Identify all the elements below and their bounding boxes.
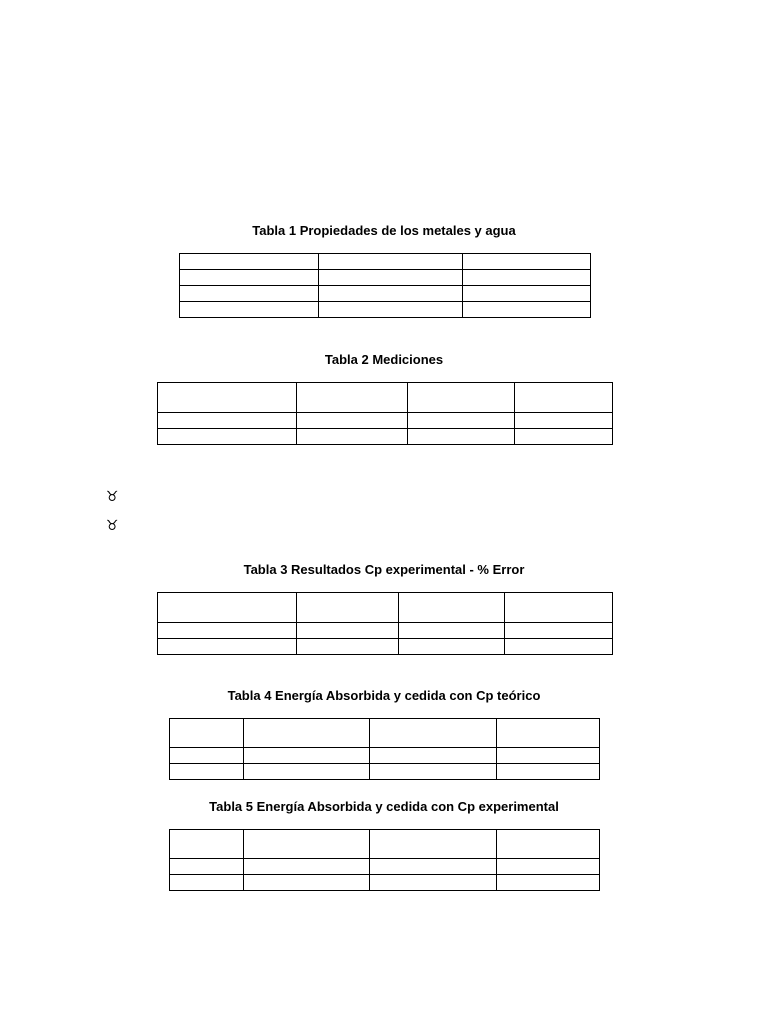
table-cell — [157, 622, 297, 639]
table-cell — [157, 428, 297, 445]
table-cell — [398, 638, 505, 655]
table-cell — [514, 412, 613, 429]
table-cell — [369, 858, 497, 875]
table-cell — [157, 382, 297, 413]
table-row — [157, 638, 613, 655]
table-cell — [369, 747, 497, 764]
table-cell — [243, 874, 370, 891]
table-5-caption: Tabla 5 Energía Absorbida y cedida con C… — [209, 799, 559, 814]
table-cell — [157, 638, 297, 655]
table-cell — [243, 763, 370, 780]
table-cell — [318, 269, 463, 286]
table-3 — [157, 592, 613, 655]
table-cell — [169, 874, 244, 891]
table-cell — [398, 592, 505, 623]
table-1-caption: Tabla 1 Propiedades de los metales y agu… — [252, 223, 516, 238]
table-row — [169, 747, 600, 764]
taurus-bullet-icon: ♉ — [105, 518, 119, 534]
table-cell — [296, 412, 408, 429]
table-4-caption: Tabla 4 Energía Absorbida y cedida con C… — [227, 688, 541, 703]
table-cell — [318, 253, 463, 270]
table-row — [179, 301, 591, 318]
table-row — [169, 763, 600, 780]
table-cell — [318, 301, 463, 318]
table-cell — [369, 829, 497, 859]
table-cell — [514, 428, 613, 445]
table-cell — [496, 829, 600, 859]
table-cell — [496, 874, 600, 891]
table-cell — [169, 829, 244, 859]
table-4 — [169, 718, 600, 780]
table-cell — [296, 382, 408, 413]
table-cell — [496, 763, 600, 780]
table-cell — [496, 747, 600, 764]
table-1 — [179, 253, 591, 318]
table-header-row — [157, 592, 613, 623]
table-cell — [462, 285, 591, 302]
table-cell — [179, 253, 319, 270]
table-cell — [496, 858, 600, 875]
table-cell — [318, 285, 463, 302]
table-row — [179, 269, 591, 286]
table-cell — [514, 382, 613, 413]
table-cell — [369, 763, 497, 780]
table-cell — [407, 428, 515, 445]
table-cell — [296, 428, 408, 445]
table-row — [169, 858, 600, 875]
table-cell — [496, 718, 600, 748]
table-cell — [169, 858, 244, 875]
table-cell — [407, 412, 515, 429]
table-cell — [243, 829, 370, 859]
table-cell — [504, 638, 613, 655]
table-cell — [296, 592, 399, 623]
table-header-row — [157, 382, 613, 413]
table-cell — [462, 301, 591, 318]
table-cell — [169, 718, 244, 748]
table-cell — [157, 592, 297, 623]
table-cell — [369, 874, 497, 891]
table-2 — [157, 382, 613, 445]
table-row — [179, 253, 591, 270]
table-cell — [296, 638, 399, 655]
table-row — [179, 285, 591, 302]
table-2-caption: Tabla 2 Mediciones — [324, 352, 444, 367]
table-row — [157, 412, 613, 429]
table-cell — [157, 412, 297, 429]
table-cell — [398, 622, 505, 639]
table-cell — [462, 269, 591, 286]
table-cell — [462, 253, 591, 270]
table-cell — [179, 269, 319, 286]
table-row — [169, 874, 600, 891]
table-3-caption: Tabla 3 Resultados Cp experimental - % E… — [243, 562, 525, 577]
table-cell — [407, 382, 515, 413]
table-cell — [179, 301, 319, 318]
table-cell — [243, 858, 370, 875]
table-5 — [169, 829, 600, 891]
table-cell — [296, 622, 399, 639]
table-cell — [243, 747, 370, 764]
taurus-bullet-icon: ♉ — [105, 489, 119, 505]
table-cell — [169, 747, 244, 764]
table-header-row — [169, 829, 600, 859]
table-row — [157, 622, 613, 639]
table-cell — [179, 285, 319, 302]
table-cell — [504, 592, 613, 623]
table-row — [157, 428, 613, 445]
table-cell — [243, 718, 370, 748]
table-cell — [369, 718, 497, 748]
table-cell — [169, 763, 244, 780]
table-header-row — [169, 718, 600, 748]
table-cell — [504, 622, 613, 639]
